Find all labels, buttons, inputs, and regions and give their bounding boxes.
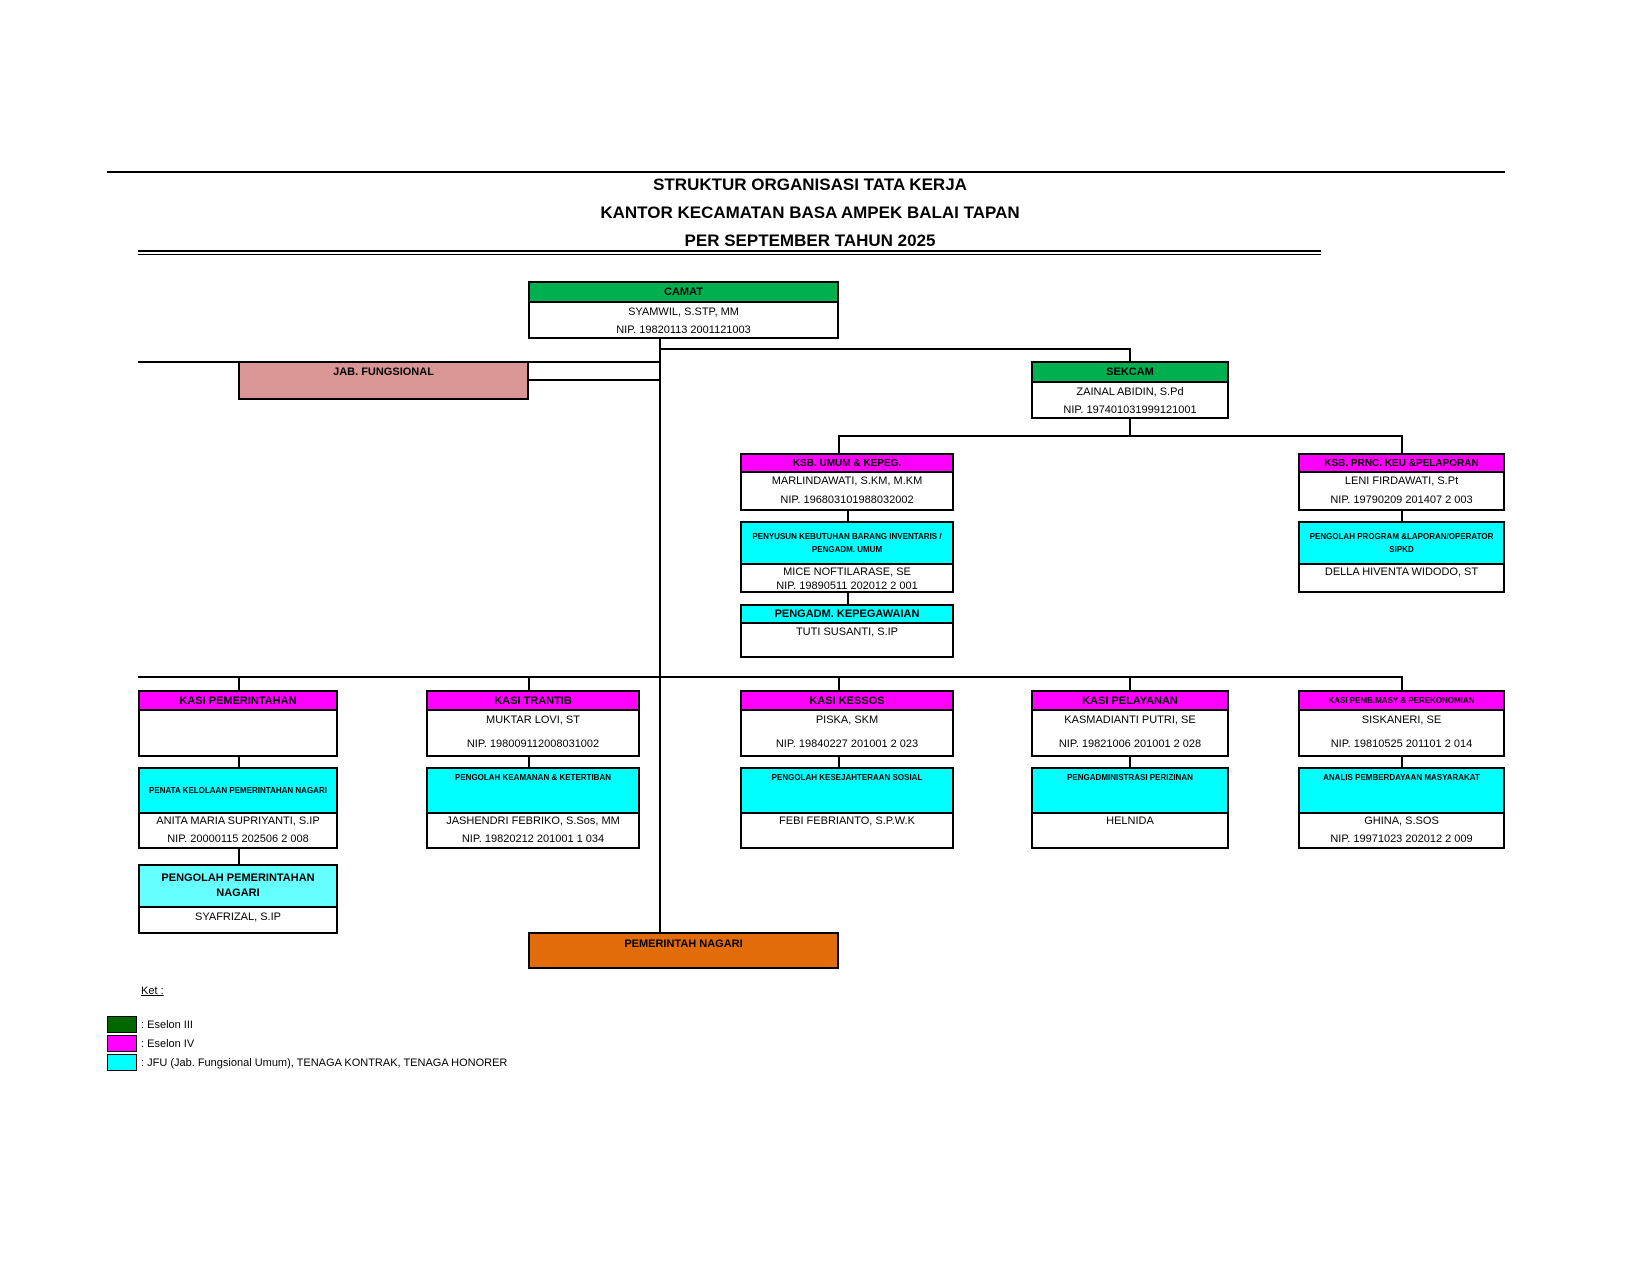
kasi-pemerintahan-box[interactable]: KASI PEMERINTAHAN (138, 690, 338, 757)
kasi-trantib-name: MUKTAR LOVI, ST (486, 714, 580, 726)
jab-fungsional-box[interactable]: JAB. FUNGSIONAL (238, 361, 529, 400)
kasi-trantib-nip: NIP. 198009112008031002 (466, 738, 600, 750)
ksb-umum-box[interactable]: KSB. UMUM & KEPEG. MARLINDAWATI, S.KM, M… (740, 453, 954, 511)
legend-swatch-eselon4 (107, 1035, 137, 1052)
title-underline-2 (138, 254, 1321, 255)
kasi-pelayanan-title: KASI PELAYANAN (1033, 692, 1227, 711)
ksb-umum-title: KSB. UMUM & KEPEG. (742, 455, 952, 473)
legend-heading: Ket : (141, 985, 164, 997)
penata-nip: NIP. 20000115 202506 2 008 (167, 833, 309, 845)
sekcam-name: ZAINAL ABIDIN, S.Pd (1076, 386, 1184, 398)
kasi-kessos-name: PISKA, SKM (815, 714, 879, 726)
pengolah-keamanan-title: PENGOLAH KEAMANAN & KETERTIBAN (428, 769, 638, 814)
kasi-pelayanan-name: KASMADIANTI PUTRI, SE (1064, 714, 1196, 726)
camat-title: CAMAT (530, 283, 837, 303)
ksb-umum-nip: NIP. 196803101988032002 (780, 494, 914, 506)
pengolah-program-name: DELLA HIVENTA WIDODO, ST (1324, 566, 1479, 578)
kasi-pemerintahan-title: KASI PEMERINTAHAN (140, 692, 336, 711)
penyusun-title: PENYUSUN KEBUTUHAN BARANG INVENTARIS / P… (742, 523, 952, 565)
kasi-pmd-box[interactable]: KASI PEMB.MASY & PEREKONOMIAN SISKANERI,… (1298, 690, 1505, 757)
legend-label-eselon3: : Eselon III (141, 1019, 193, 1031)
camat-name: SYAMWIL, S.STP, MM (628, 306, 739, 318)
pengolah-pemerintahan-name: SYAFRIZAL, S.IP (195, 911, 281, 923)
sekcam-box[interactable]: SEKCAM ZAINAL ABIDIN, S.Pd NIP. 19740103… (1031, 361, 1229, 419)
ksb-keu-box[interactable]: KSB. PRNC. KEU &PELAPORAN LENI FIRDAWATI… (1298, 453, 1505, 511)
pengadm-kepeg-name: TUTI SUSANTI, S.IP (795, 626, 899, 638)
penyusun-nip: NIP. 19890511 202012 2 001 (776, 580, 918, 592)
pengadm-perizinan-box[interactable]: PENGADMINISTRASI PERIZINAN HELNIDA (1031, 767, 1229, 849)
penyusun-name: MICE NOFTILARASE, SE (783, 566, 911, 578)
kasi-kessos-box[interactable]: KASI KESSOS PISKA, SKM NIP. 19840227 201… (740, 690, 954, 757)
title-underline-1 (138, 250, 1321, 252)
analis-name: GHINA, S.SOS (1364, 815, 1439, 827)
pengadm-kepeg-title: PENGADM. KEPEGAWAIAN (742, 606, 952, 624)
camat-box[interactable]: CAMAT SYAMWIL, S.STP, MM NIP. 19820113 2… (528, 281, 839, 339)
analis-title: ANALIS PEMBERDAYAAN MASYARAKAT (1300, 769, 1503, 814)
pengolah-kessos-name: FEBI FEBRIANTO, S.P.W.K (779, 815, 915, 827)
ksb-umum-name: MARLINDAWATI, S.KM, M.KM (771, 475, 923, 487)
pengolah-program-box[interactable]: PENGOLAH PROGRAM &LAPORAN/OPERATOR SIPKD… (1298, 521, 1505, 593)
ksb-keu-name: LENI FIRDAWATI, S.Pt (1344, 475, 1459, 487)
pengolah-pemerintahan-title: PENGOLAH PEMERINTAHAN NAGARI (140, 866, 336, 908)
analis-nip: NIP. 19971023 202012 2 009 (1330, 833, 1473, 845)
page-title-line1: STRUKTUR ORGANISASI TATA KERJA (653, 175, 967, 194)
pengolah-program-title: PENGOLAH PROGRAM &LAPORAN/OPERATOR SIPKD (1300, 523, 1503, 565)
kasi-pmd-nip: NIP. 19810525 201101 2 014 (1330, 738, 1473, 750)
kasi-pmd-name: SISKANERI, SE (1361, 714, 1442, 726)
page-title-line3: PER SEPTEMBER TAHUN 2025 (684, 231, 936, 250)
camat-nip: NIP. 19820113 2001121003 (616, 324, 751, 336)
pemerintah-nagari-box[interactable]: PEMERINTAH NAGARI (528, 932, 839, 969)
pengolah-keamanan-name: JASHENDRI FEBRIKO, S.Sos, MM (446, 815, 620, 827)
penata-title: PENATA KELOLAAN PEMERINTAHAN NAGARI (140, 769, 336, 814)
pemerintah-nagari-title: PEMERINTAH NAGARI (624, 938, 743, 950)
pengolah-keamanan-box[interactable]: PENGOLAH KEAMANAN & KETERTIBAN JASHENDRI… (426, 767, 640, 849)
ksb-keu-title: KSB. PRNC. KEU &PELAPORAN (1300, 455, 1503, 473)
kasi-trantib-title: KASI TRANTIB (428, 692, 638, 711)
pengadm-perizinan-title: PENGADMINISTRASI PERIZINAN (1033, 769, 1227, 814)
analis-box[interactable]: ANALIS PEMBERDAYAAN MASYARAKAT GHINA, S.… (1298, 767, 1505, 849)
kasi-kessos-nip: NIP. 19840227 201001 2 023 (775, 738, 919, 750)
ksb-keu-nip: NIP. 19790209 201407 2 003 (1330, 494, 1473, 506)
penata-box[interactable]: PENATA KELOLAAN PEMERINTAHAN NAGARI ANIT… (138, 767, 338, 849)
penyusun-box[interactable]: PENYUSUN KEBUTUHAN BARANG INVENTARIS / P… (740, 521, 954, 593)
jab-fungsional-title: JAB. FUNGSIONAL (333, 366, 434, 378)
page-title-line2: KANTOR KECAMATAN BASA AMPEK BALAI TAPAN (600, 203, 1020, 222)
kasi-pelayanan-box[interactable]: KASI PELAYANAN KASMADIANTI PUTRI, SE NIP… (1031, 690, 1229, 757)
legend-label-eselon4: : Eselon IV (141, 1038, 195, 1050)
kasi-kessos-title: KASI KESSOS (742, 692, 952, 711)
legend-label-jfu: : JFU (Jab. Fungsional Umum), TENAGA KON… (141, 1057, 508, 1069)
kasi-pmd-title: KASI PEMB.MASY & PEREKONOMIAN (1300, 692, 1503, 711)
sekcam-title: SEKCAM (1033, 363, 1227, 383)
kasi-pelayanan-nip: NIP. 19821006 201001 2 028 (1058, 738, 1202, 750)
pengadm-kepeg-box[interactable]: PENGADM. KEPEGAWAIAN TUTI SUSANTI, S.IP (740, 604, 954, 658)
pengolah-keamanan-nip: NIP. 19820212 201001 1 034 (461, 833, 605, 845)
pengolah-pemerintahan-box[interactable]: PENGOLAH PEMERINTAHAN NAGARI SYAFRIZAL, … (138, 864, 338, 934)
kasi-trantib-box[interactable]: KASI TRANTIB MUKTAR LOVI, ST NIP. 198009… (426, 690, 640, 757)
pengadm-perizinan-name: HELNIDA (1106, 815, 1154, 827)
pengolah-kessos-title: PENGOLAH KESEJAHTERAAN SOSIAL (742, 769, 952, 814)
penata-name: ANITA MARIA SUPRIYANTI, S.IP (156, 815, 320, 827)
legend-swatch-eselon3 (107, 1016, 137, 1033)
legend-swatch-jfu (107, 1054, 137, 1071)
pengolah-kessos-box[interactable]: PENGOLAH KESEJAHTERAAN SOSIAL FEBI FEBRI… (740, 767, 954, 849)
top-rule (107, 171, 1505, 173)
sekcam-nip: NIP. 197401031999121001 (1063, 404, 1197, 416)
